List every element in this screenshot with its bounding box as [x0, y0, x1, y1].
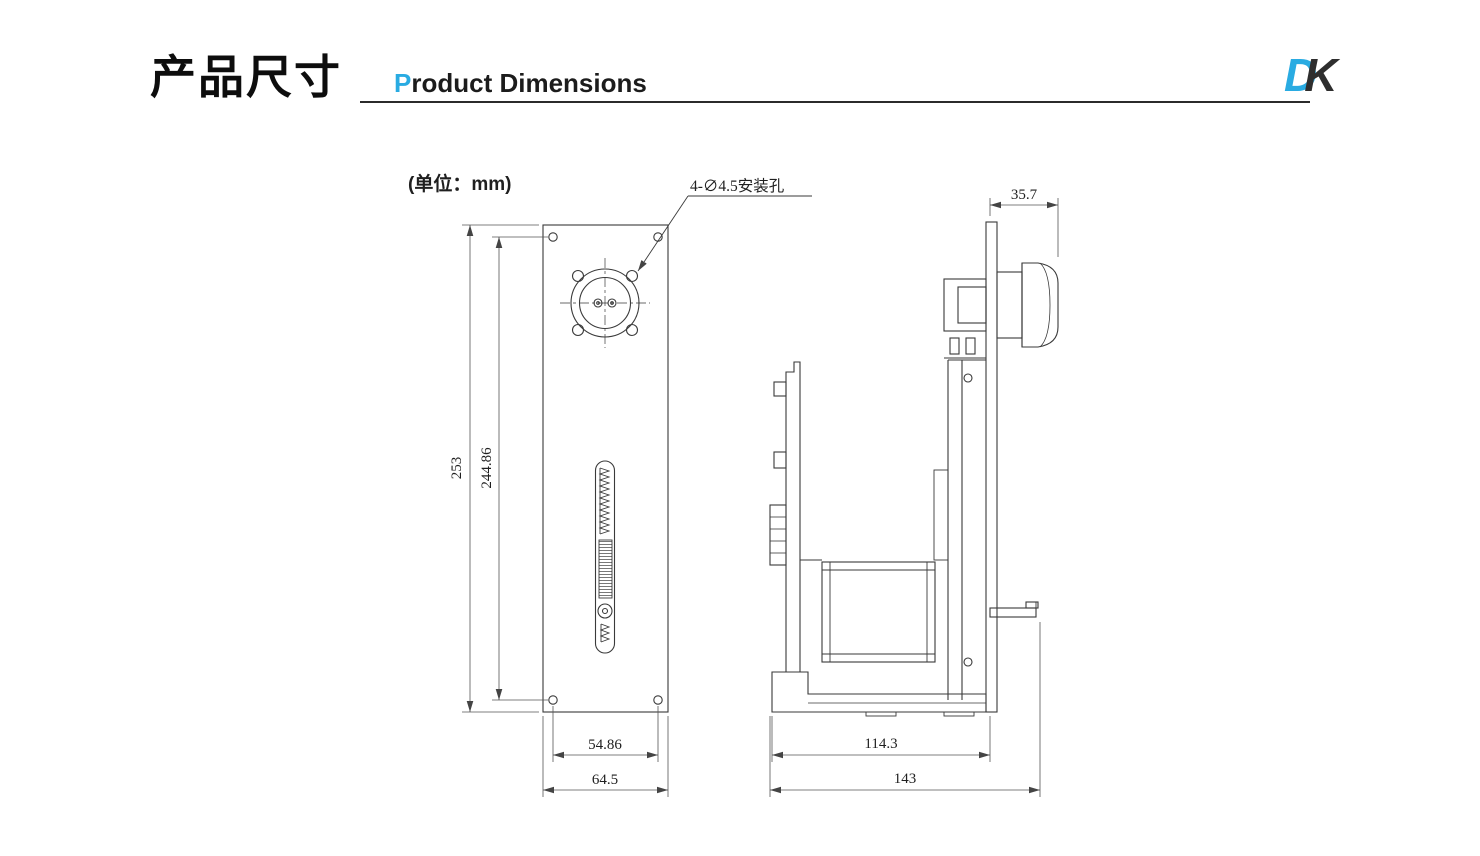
- dim-hole-span-height: 244.86: [479, 447, 495, 489]
- slider-block: [598, 539, 613, 599]
- bezel-knob: [996, 262, 1059, 348]
- dim-overall-height: 253: [449, 457, 465, 480]
- page-subtitle: Product Dimensions: [394, 68, 647, 99]
- dim-hole-span-width: 54.86: [588, 737, 622, 753]
- corner-hole-bottom-right: [653, 695, 663, 705]
- header-rule: [360, 101, 1310, 103]
- mounting-hole-note: 4-∅4.5安装孔: [690, 177, 785, 195]
- front-plate: [542, 224, 669, 713]
- flange-centerlines: [560, 258, 650, 348]
- lower-teeth: [599, 623, 611, 643]
- side-view: [769, 221, 1059, 717]
- corner-hole-bottom-left: [548, 695, 558, 705]
- connector-block: [769, 504, 787, 566]
- flange-bolt-hole: [625, 269, 639, 283]
- cutter-slot: [594, 460, 616, 654]
- slider-pin: [597, 603, 613, 619]
- base-plate: [771, 671, 987, 717]
- adjust-rod: [989, 601, 1039, 618]
- subtitle-accent-letter: P: [394, 68, 412, 98]
- page-title: 产品尺寸: [150, 51, 342, 103]
- flange: [560, 258, 650, 348]
- dim-overall-depth: 143: [894, 771, 917, 787]
- unit-label: (单位：mm): [408, 172, 511, 195]
- flange-bolt-hole: [571, 269, 585, 283]
- mounting-plate-edge: [985, 221, 998, 713]
- logo-letter-d: D: [1284, 49, 1317, 101]
- corner-hole-top-left: [548, 232, 558, 242]
- motor-block: [800, 559, 936, 663]
- dim-body-depth: 114.3: [864, 736, 897, 752]
- subtitle-rest: roduct Dimensions: [411, 68, 647, 98]
- side-dimensions: [769, 198, 1059, 797]
- brand-logo: DK: [1284, 48, 1338, 102]
- rack-teeth: [598, 467, 611, 535]
- mounting-hole-leader: [637, 195, 812, 272]
- front-view: [542, 224, 669, 713]
- dim-bezel-depth: 35.7: [1011, 187, 1038, 203]
- logo-letter-k: K: [1304, 49, 1337, 101]
- rear-bracket: [933, 359, 986, 700]
- flange-bolt-hole: [571, 323, 585, 337]
- flange-bolt-hole: [625, 323, 639, 337]
- dim-overall-width: 64.5: [592, 772, 618, 788]
- front-dimensions: [462, 224, 669, 797]
- flange-shaft: [943, 278, 987, 359]
